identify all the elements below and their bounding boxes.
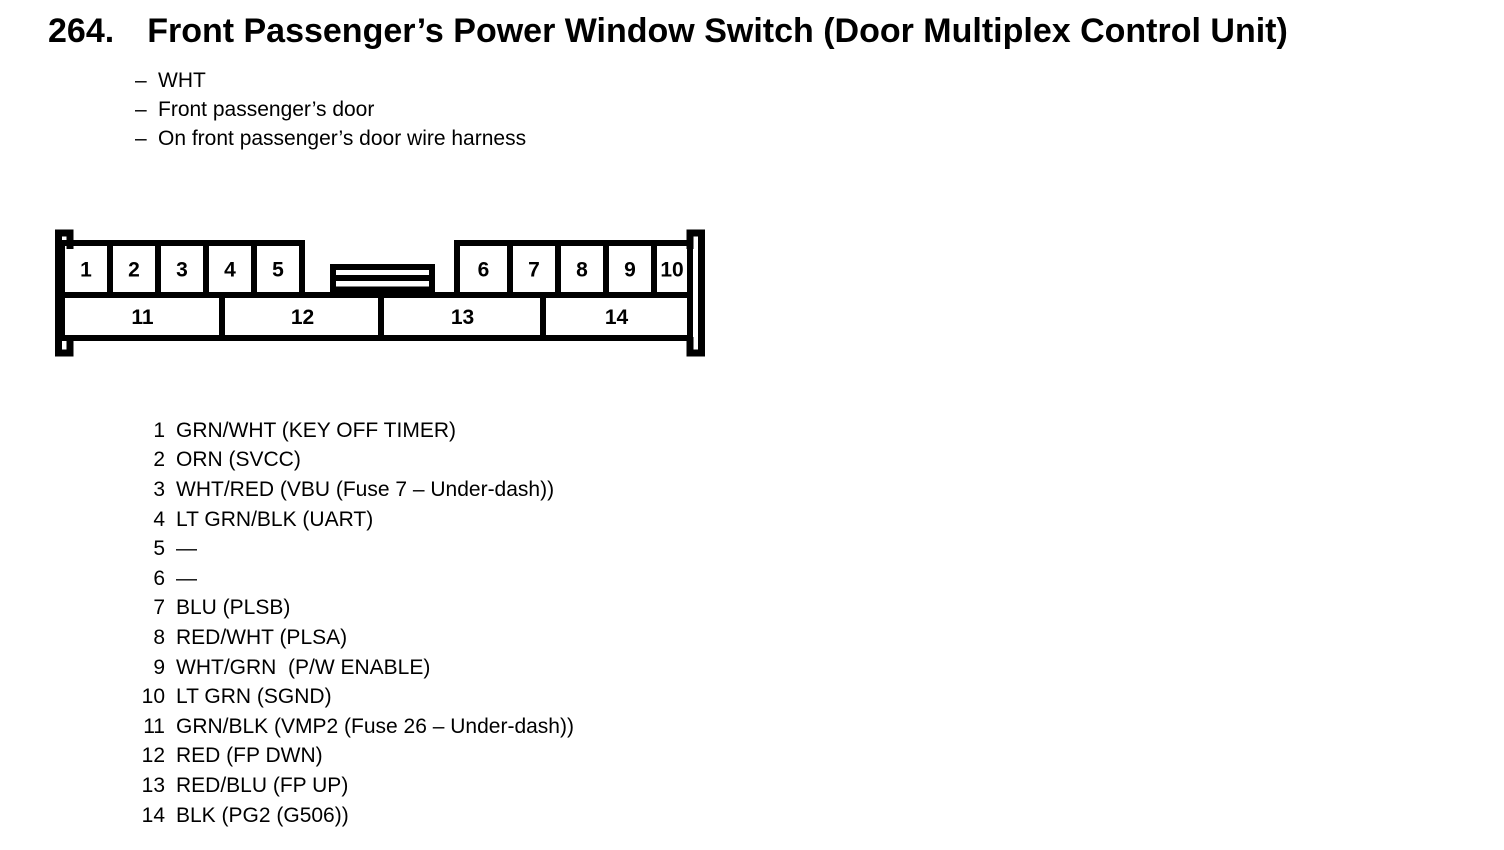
pin-number: 8 xyxy=(153,625,165,649)
pin-cell-label-14: 14 xyxy=(605,306,629,329)
pin-row: 9 WHT/GRN (P/W ENABLE) xyxy=(140,653,574,683)
pin-description: BLU (PLSB) xyxy=(176,596,291,620)
pin-description: ORN (SVCC) xyxy=(176,448,301,472)
pin-cell-label-2: 2 xyxy=(128,259,140,282)
note-text: Front passenger’s door xyxy=(158,98,375,121)
pin-cell-label-9: 9 xyxy=(624,259,636,282)
pin-description: GRN/WHT (KEY OFF TIMER) xyxy=(176,418,457,442)
pin-number: 3 xyxy=(153,477,165,501)
pin-row: 5— xyxy=(140,534,574,564)
pin-cell-label-6: 6 xyxy=(478,259,490,282)
pin-cell-label-4: 4 xyxy=(224,259,236,282)
pin-description: LT GRN (SGND) xyxy=(176,685,332,709)
page-title: 264. Front Passenger’s Power Window Switc… xyxy=(48,12,1288,51)
pin-number: 1 xyxy=(153,418,165,442)
pin-row: 12 RED (FP DWN) xyxy=(140,742,574,772)
pin-row: 3 WHT/RED (VBU (Fuse 7 – Under-dash)) xyxy=(140,475,574,505)
notes-block: – WHT – Front passenger’s door – On fron… xyxy=(135,66,526,153)
bottom-cell-group xyxy=(59,292,693,341)
pin-row: 14 BLK (PG2 (G506)) xyxy=(140,801,574,831)
pin-row: 2 ORN (SVCC) xyxy=(140,446,574,476)
pin-number: 14 xyxy=(141,803,165,827)
pin-row: 7 BLU (PLSB) xyxy=(140,594,574,624)
pin-row: 6— xyxy=(140,564,574,594)
connector-diagram: 1 2 3 4 5 6 7 8 9 10 11 12 13 14 xyxy=(55,229,705,357)
pin-cell-label-8: 8 xyxy=(576,259,588,282)
pin-number: 10 xyxy=(141,685,165,709)
pin-cell-label-10: 10 xyxy=(660,259,683,282)
note-text: On front passenger’s door wire harness xyxy=(158,127,527,150)
pin-cell-label-5: 5 xyxy=(272,259,284,282)
page-title-number: 264. xyxy=(48,12,115,50)
pin-row: 1 GRN/WHT (KEY OFF TIMER) xyxy=(140,416,574,446)
pin-number: 7 xyxy=(153,596,165,620)
pin-description: GRN/BLK (VMP2 (Fuse 26 – Under-dash)) xyxy=(176,714,574,738)
pin-description: LT GRN/BLK (UART) xyxy=(176,507,374,531)
pin-number: 9 xyxy=(153,655,165,679)
pin-description: BLK (PG2 (G506)) xyxy=(176,803,349,827)
pin-number: 4 xyxy=(153,507,165,531)
note-line: – On front passenger’s door wire harness xyxy=(135,124,526,153)
pin-cell-label-7: 7 xyxy=(528,259,540,282)
pin-description: RED/BLU (FP UP) xyxy=(176,773,349,797)
pin-number: 5 xyxy=(153,537,165,561)
pin-number: 2 xyxy=(153,448,165,472)
pin-number: 11 xyxy=(143,714,165,738)
pin-description: — xyxy=(176,537,197,561)
connector-left-bracket xyxy=(55,229,74,357)
note-text: WHT xyxy=(158,69,206,92)
note-line: – Front passenger’s door xyxy=(135,95,526,124)
pin-description: RED (FP DWN) xyxy=(176,744,323,768)
pin-cell-label-13: 13 xyxy=(451,306,474,329)
note-dash: – xyxy=(135,98,147,121)
pin-row: 13 RED/BLU (FP UP) xyxy=(140,771,574,801)
pin-cell-label-3: 3 xyxy=(176,259,188,282)
pin-cell-label-1: 1 xyxy=(80,259,92,282)
pin-description: — xyxy=(176,566,197,590)
note-line: – WHT xyxy=(135,66,526,95)
pin-description: RED/WHT (PLSA) xyxy=(176,625,348,649)
pin-row: 10 LT GRN (SGND) xyxy=(140,682,574,712)
note-dash: – xyxy=(135,127,147,150)
pin-number: 13 xyxy=(141,773,165,797)
pin-row: 4 LT GRN/BLK (UART) xyxy=(140,505,574,535)
pin-row: 8 RED/WHT (PLSA) xyxy=(140,623,574,653)
pin-description: WHT/GRN (P/W ENABLE) xyxy=(176,655,431,679)
pin-number: 6 xyxy=(153,566,165,590)
pin-row: 11 GRN/BLK (VMP2 (Fuse 26 – Under-dash)) xyxy=(140,712,574,742)
page-title-text: Front Passenger’s Power Window Switch (D… xyxy=(147,12,1288,50)
note-dash: – xyxy=(135,69,147,92)
connector-right-bracket xyxy=(686,229,705,357)
pin-number: 12 xyxy=(141,744,165,768)
pin-cell-label-11: 11 xyxy=(131,306,154,329)
pin-cell-label-12: 12 xyxy=(291,306,314,329)
pin-description: WHT/RED (VBU (Fuse 7 – Under-dash)) xyxy=(176,477,555,501)
